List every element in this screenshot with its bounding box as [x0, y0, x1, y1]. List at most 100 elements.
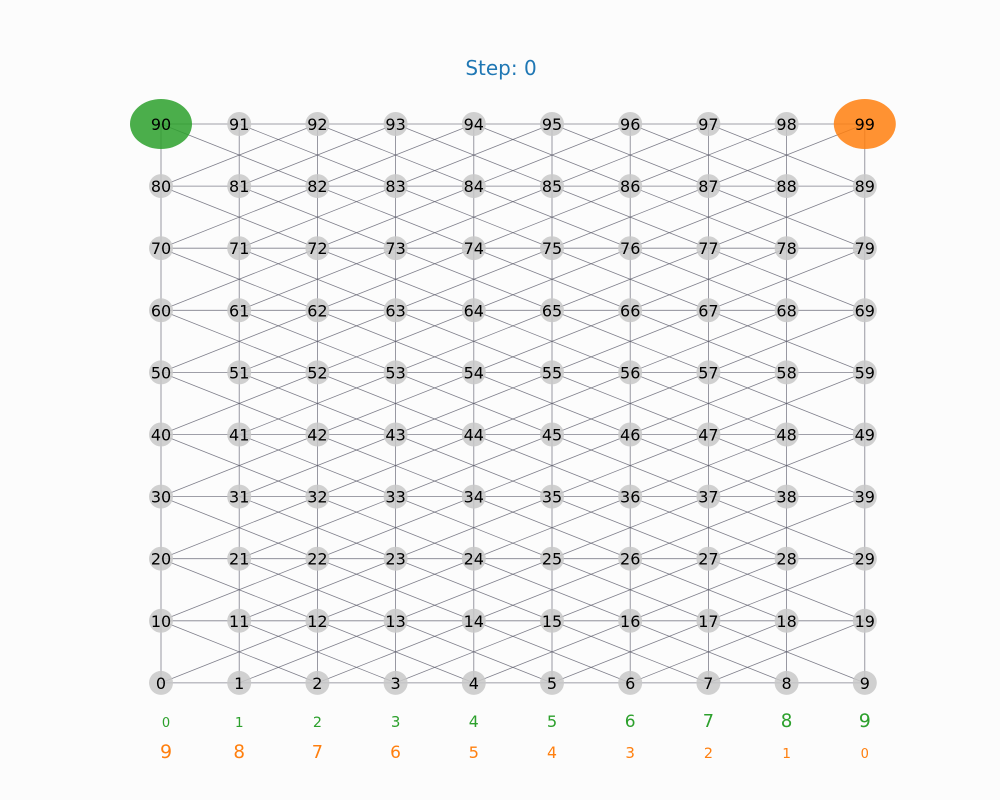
green-row-label: 9: [859, 710, 871, 732]
graph-edge: [160, 558, 318, 622]
node-circle: [852, 670, 877, 695]
graph-node: 36: [618, 484, 643, 509]
node-circle: [696, 360, 721, 385]
graph-edge: [160, 620, 318, 684]
node-label: 37: [698, 488, 718, 507]
node-circle: [149, 484, 173, 509]
graph-node: 62: [305, 298, 330, 323]
node-label: 80: [151, 177, 171, 196]
node-label: 95: [542, 115, 562, 134]
graph-node: 3: [383, 670, 408, 695]
graph-node: 58: [774, 360, 799, 385]
graph-node: 28: [774, 546, 799, 571]
graph-node: 77: [696, 236, 721, 261]
node-label: 14: [464, 612, 484, 631]
node-label: 70: [151, 239, 171, 258]
node-circle: [227, 112, 252, 136]
node-circle: [696, 236, 721, 261]
node-circle: [149, 298, 173, 323]
node-circle: [461, 546, 486, 571]
node-circle: [618, 546, 643, 571]
node-label: 61: [229, 301, 249, 320]
graph-node: 57: [696, 360, 721, 385]
node-circle: [852, 360, 877, 385]
node-circle: [774, 298, 799, 323]
node-label: 59: [855, 363, 875, 382]
graph-node: 27: [696, 546, 721, 571]
node-label: 11: [229, 612, 249, 631]
graph-node: 95: [540, 112, 564, 136]
node-circle: [305, 112, 330, 136]
graph-edge: [239, 620, 396, 684]
node-label: 43: [385, 426, 405, 445]
graph-node: 7: [696, 670, 721, 695]
graph-node: 50: [149, 360, 173, 385]
node-label: 85: [542, 177, 562, 196]
graph-node: 46: [618, 422, 643, 447]
node-label: 56: [620, 363, 640, 382]
graph-edge: [160, 372, 318, 435]
graph-node: 71: [227, 236, 252, 261]
node-circle: [852, 174, 877, 199]
graph-edge: [473, 372, 631, 435]
node-label: 71: [229, 239, 249, 258]
node-label: 16: [620, 612, 640, 631]
node-label: 99: [855, 115, 875, 134]
node-label: 72: [307, 239, 327, 258]
node-label: 73: [385, 239, 405, 258]
node-label: 18: [776, 612, 796, 631]
node-label: 44: [464, 426, 484, 445]
graph-node: 18: [774, 608, 799, 633]
graph-node: 88: [774, 174, 799, 199]
node-circle: [461, 236, 486, 261]
graph-node: 96: [618, 112, 643, 136]
graph-edge: [239, 434, 396, 497]
node-circle: [774, 422, 799, 447]
node-label: 91: [229, 115, 249, 134]
node-label: 65: [542, 301, 562, 320]
node-label: 97: [698, 115, 718, 134]
graph-node: 16: [618, 608, 643, 633]
highlighted-node-marker: [833, 99, 896, 149]
graph-edge: [708, 434, 865, 497]
graph-node: 15: [540, 608, 564, 633]
green-row-label: 5: [547, 712, 557, 731]
node-circle: [305, 298, 330, 323]
node-circle: [540, 360, 564, 385]
graph-edge: [551, 247, 709, 311]
node-circle: [149, 608, 173, 633]
node-label: 87: [698, 177, 718, 196]
node-circle: [305, 608, 330, 633]
graph-node: 26: [618, 546, 643, 571]
graph-node: 31: [227, 484, 252, 509]
node-label: 51: [229, 363, 249, 382]
graph-node: 42: [305, 422, 330, 447]
node-label: 84: [464, 177, 484, 196]
green-row-label: 1: [235, 715, 244, 731]
node-circle: [774, 112, 799, 136]
node-label: 19: [855, 612, 875, 631]
graph-node: 2: [305, 670, 330, 695]
graph-node: 91: [227, 112, 252, 136]
graph-edge: [708, 247, 865, 311]
node-circle: [227, 360, 252, 385]
graph-edge: [317, 185, 474, 249]
graph-node: 70: [149, 236, 173, 261]
node-circle: [461, 670, 486, 695]
graph-node: 37: [696, 484, 721, 509]
graph-node: 81: [227, 174, 252, 199]
node-label: 90: [151, 115, 171, 134]
orange-row-label: 7: [312, 743, 323, 763]
node-circle: [227, 670, 252, 695]
graph-node: 10: [149, 608, 173, 633]
node-label: 92: [307, 115, 327, 134]
node-label: 10: [151, 612, 171, 631]
graph-edge: [239, 247, 396, 311]
node-label: 35: [542, 488, 562, 507]
graph-node: 24: [461, 546, 486, 571]
green-row-label: 8: [781, 711, 793, 732]
node-circle: [540, 112, 564, 136]
node-label: 5: [547, 674, 557, 693]
